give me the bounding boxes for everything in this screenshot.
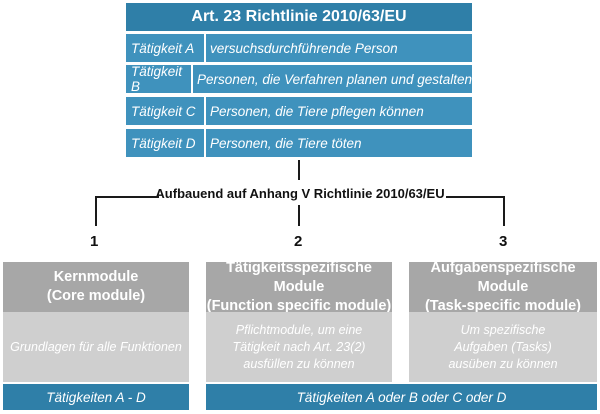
connector-line	[298, 160, 300, 180]
module-title: Kernmodule	[53, 269, 139, 285]
module-subtitle: (Core module)	[46, 288, 146, 304]
activity-description: Personen, die Verfahren planen und gesta…	[193, 65, 472, 93]
activity-label: Tätigkeit A	[126, 34, 204, 62]
connector-line	[95, 196, 159, 198]
core-module-header: Kernmodule (Core module)	[3, 262, 189, 312]
activity-row-a: Tätigkeit A versuchsdurchführende Person	[126, 34, 472, 62]
footer-right: Tätigkeiten A oder B oder C oder D	[206, 384, 597, 410]
basis-label: Aufbauend auf Anhang V Richtlinie 2010/6…	[155, 186, 445, 201]
activity-row-b: Tätigkeit B Personen, die Verfahren plan…	[126, 64, 472, 94]
activity-row-c: Tätigkeit C Personen, die Tiere pflegen …	[126, 97, 472, 125]
module-title: Aufgabenspezifische Module	[430, 259, 576, 295]
footer-left: Tätigkeiten A - D	[3, 384, 189, 410]
module-title: Tätigkeitsspezifische Module	[226, 259, 372, 295]
connector-line	[446, 196, 504, 198]
connector-line	[503, 196, 505, 226]
activity-description: Personen, die Tiere pflegen können	[206, 97, 472, 125]
activity-label: Tätigkeit B	[126, 64, 192, 94]
connector-line	[95, 196, 97, 226]
module-number-2: 2	[294, 233, 303, 250]
module-subtitle: (Function specific module)	[206, 297, 392, 314]
module-subtitle: (Task-specific module)	[424, 297, 582, 314]
connector-line	[298, 205, 300, 226]
directive-title: Art. 23 Richtlinie 2010/63/EU	[126, 3, 472, 31]
function-module-body: Pflichtmodule, um eine Tätigkeit nach Ar…	[206, 312, 392, 382]
activity-description: Personen, die Tiere töten	[206, 129, 472, 157]
task-module-body: Um spezifische Aufgaben (Tasks) ausüben …	[409, 312, 597, 382]
core-module-body: Grundlagen für alle Funktionen	[3, 312, 189, 382]
module-number-1: 1	[90, 233, 99, 250]
function-module-header: Tätigkeitsspezifische Module (Function s…	[206, 259, 392, 314]
task-module-header: Aufgabenspezifische Module (Task-specifi…	[409, 259, 597, 314]
activity-description: versuchsdurchführende Person	[206, 34, 472, 62]
activity-row-d: Tätigkeit D Personen, die Tiere töten	[126, 129, 472, 157]
activity-label: Tätigkeit C	[126, 97, 204, 125]
module-number-3: 3	[499, 233, 508, 250]
activity-label: Tätigkeit D	[126, 129, 204, 157]
